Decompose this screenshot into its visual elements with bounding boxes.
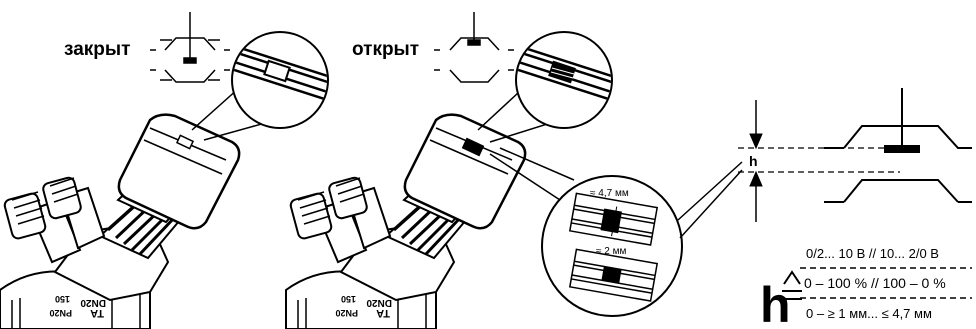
- valve-marking-150: 150: [55, 294, 70, 304]
- closed-assembly: DN20 PN20 150 TA: [0, 113, 241, 329]
- zoom-circle-open: [515, 31, 613, 129]
- closed-label: закрыт: [64, 39, 130, 60]
- valve-marking-150-2: 150: [341, 294, 356, 304]
- measurement-4-7mm: ≈ 4,7 мм: [590, 188, 629, 199]
- valve-marking-ta-2: TA: [376, 307, 390, 319]
- mapping-voltage: 0/2... 10 В // 10... 2/0 В: [806, 246, 939, 261]
- mapping-percent: 0 – 100 % // 100 – 0 %: [804, 275, 946, 291]
- indicator-window-open: [461, 137, 485, 157]
- open-assembly: DN20 PN20 150 TA: [284, 113, 527, 329]
- stroke-schematic: [738, 88, 972, 222]
- h-marker: h: [749, 153, 758, 169]
- corresponds-symbol: [782, 270, 802, 300]
- measurement-2mm: ≈ 2 мм: [596, 246, 626, 257]
- open-label: открыт: [352, 39, 419, 60]
- valve-marking-ta: TA: [90, 307, 104, 319]
- valve-marking-pn: PN20: [49, 308, 72, 318]
- indicator-window-closed: [175, 134, 195, 150]
- measurement-detail-circle: ≈ 4,7 мм ≈ 2 мм: [541, 161, 743, 317]
- valve-marking-pn-2: PN20: [335, 308, 358, 318]
- mapping-stroke: 0 – ≥ 1 мм... ≤ 4,7 мм: [806, 306, 932, 321]
- valve-marking-dn-2: DN20: [366, 297, 392, 308]
- valve-marking-dn: DN20: [80, 297, 106, 308]
- closed-valve-symbol: [150, 12, 230, 83]
- h-symbol: h: [760, 277, 791, 329]
- zoom-circle-closed: [231, 31, 329, 129]
- open-valve-symbol: [434, 12, 514, 83]
